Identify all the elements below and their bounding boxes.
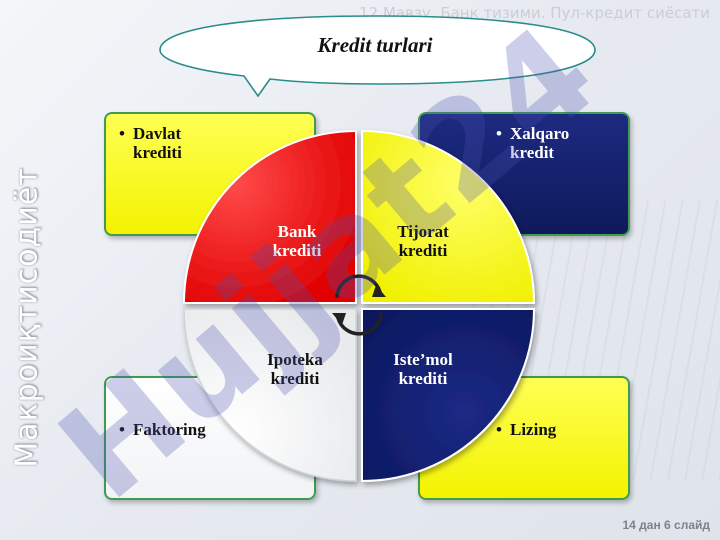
bullet-icon: • (496, 124, 502, 143)
slide-number: 14 дан 6 слайд (622, 518, 710, 532)
page-title: Kredit turlari (317, 33, 433, 57)
quadrant-label-ipoteka: Ipoteka krediti (267, 350, 323, 388)
box-label: Lizing (510, 420, 557, 439)
box-label: Faktoring (133, 420, 206, 439)
quadrant-bank-krediti (182, 129, 357, 304)
box-label: Davlat krediti (133, 124, 182, 162)
cycle-arrows-icon (335, 274, 383, 336)
bullet-icon: • (119, 124, 125, 143)
bullet-icon: • (496, 420, 502, 439)
bullet-icon: • (119, 420, 125, 439)
quadrant-tijorat-krediti (361, 129, 536, 304)
quadrant-label-bank: Bank krediti (272, 222, 322, 260)
quadrant-istemol-krediti (361, 308, 536, 483)
quadrant-label-istemol: Iste’mol krediti (393, 350, 453, 388)
box-label: Xalqaro kredit (510, 124, 570, 162)
quadrant-ipoteka-krediti (183, 308, 357, 482)
title-speech-bubble (159, 15, 596, 98)
quadrant-label-tijorat: Tijorat krediti (397, 222, 449, 260)
